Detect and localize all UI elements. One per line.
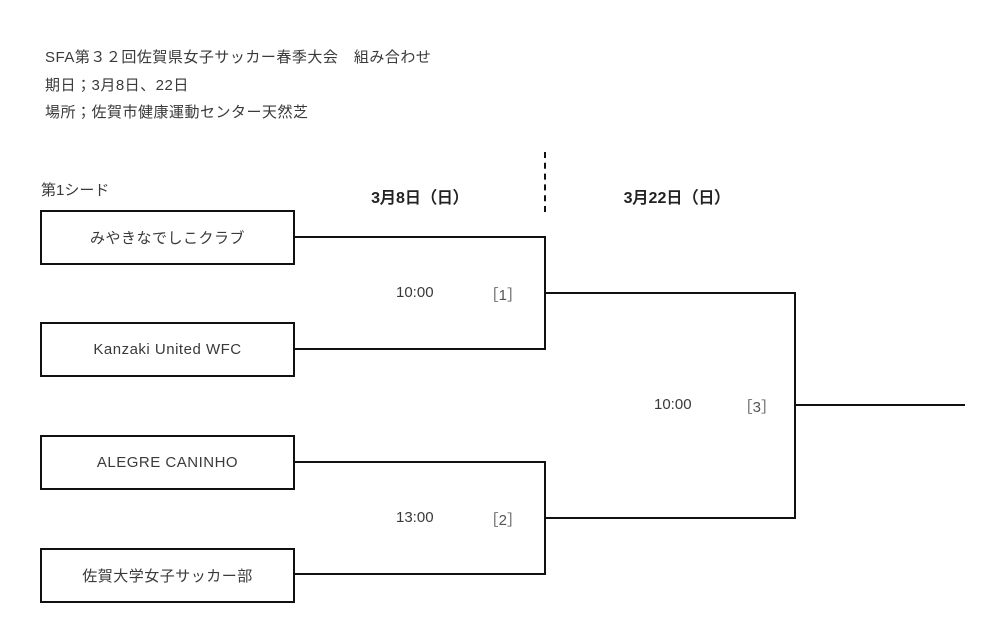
match2-number: ［2］ [483,512,522,529]
match1-number: ［1］ [483,287,522,304]
bracket-line-team2 [295,348,546,350]
team-name: 佐賀大学女子サッカー部 [82,568,253,585]
team-name: みやきなでしこクラブ [89,230,245,247]
match2-time: 13:00 [396,509,434,526]
team-name: ALEGRE CANINHO [96,454,239,471]
page-title: SFA第３２回佐賀県女子サッカー春季大会 組み合わせ [45,49,432,66]
match1-time: 10:00 [396,284,434,301]
seed-label: 第1シード [41,182,110,199]
event-dates: 期日；3月8日、22日 [45,77,189,94]
bracket-line-match1-winner [544,292,796,294]
team-box-2: Kanzaki United WFC [40,322,295,377]
match3-time: 10:00 [654,396,692,413]
team-box-3: ALEGRE CANINHO [40,435,295,490]
round1-date-header: 3月8日（日） [371,190,469,207]
team-box-4: 佐賀大学女子サッカー部 [40,548,295,603]
round2-date-header: 3月22日（日） [623,190,731,207]
match3-number: ［3］ [737,399,776,416]
match2-label: 13:00 ［2］ [396,509,522,530]
bracket-line-match2-winner [544,517,796,519]
bracket-line-team4 [295,573,546,575]
bracket-line-team3 [295,461,546,463]
team-box-1: みやきなでしこクラブ [40,210,295,265]
event-venue: 場所；佐賀市健康運動センター天然芝 [45,104,309,121]
bracket-line-team1 [295,236,546,238]
match3-label: 10:00 ［3］ [654,396,776,417]
round-divider-dashed-line [544,152,546,212]
team-name: Kanzaki United WFC [93,341,242,358]
bracket-line-final-winner [794,404,965,406]
match1-label: 10:00 ［1］ [396,284,522,305]
